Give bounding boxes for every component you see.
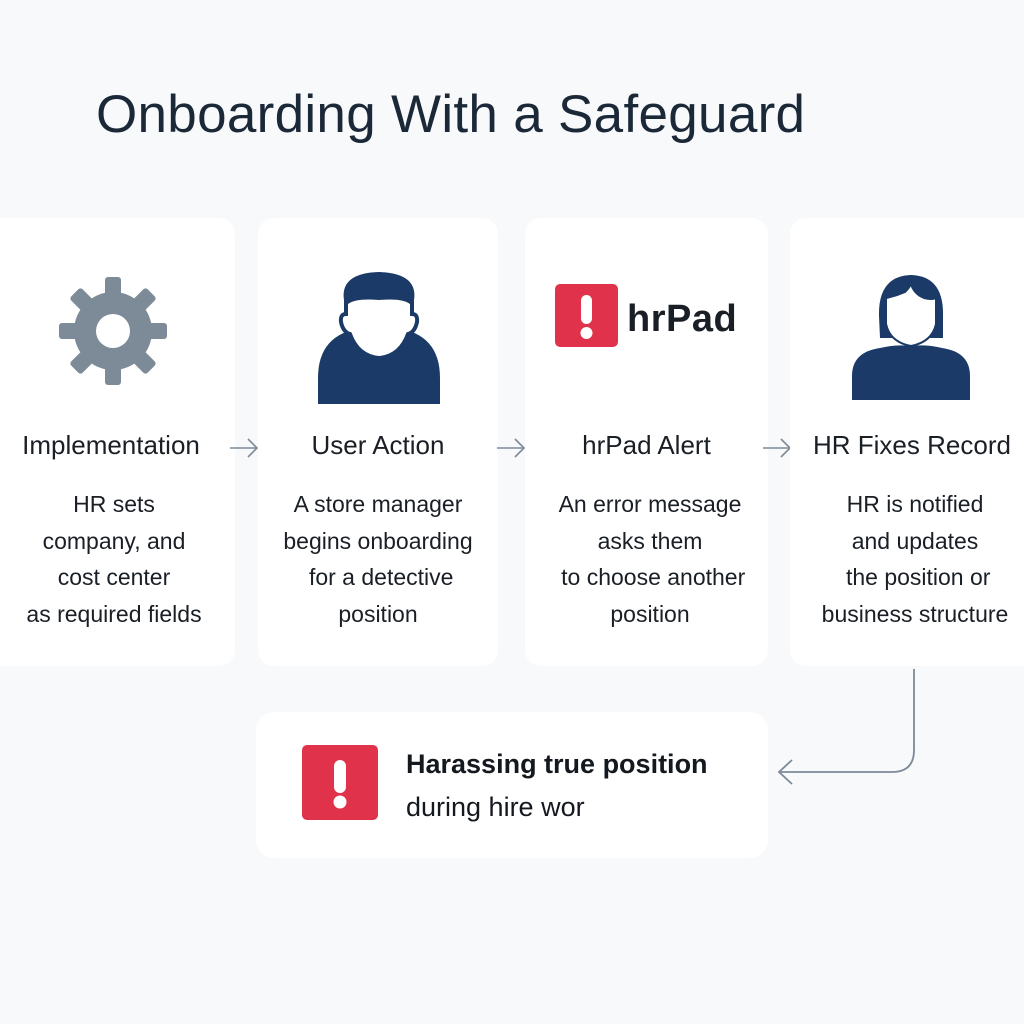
male-user-icon [318, 271, 440, 404]
alert-icon [555, 284, 618, 347]
arrow-right-icon [230, 438, 259, 458]
step-description: HR is notified and updates the position … [821, 491, 1009, 627]
step-description: A store manager begins onboarding for a … [283, 491, 473, 627]
step-title: HR Fixes Record [813, 430, 1011, 460]
arrow-right-icon [497, 438, 526, 458]
connector-arrow-icon [777, 669, 915, 785]
hrpad-logo: hrPad [627, 298, 738, 340]
page-title: Onboarding With a Safeguard [96, 85, 806, 144]
alert-icon [302, 745, 378, 820]
step-title: Implementation [22, 430, 200, 460]
female-user-icon [852, 275, 970, 400]
result-subtitle: during hire wor [406, 792, 585, 822]
step-description: HR sets company, and cost center as requ… [26, 491, 202, 627]
arrow-right-icon [763, 438, 792, 458]
gear-icon [59, 277, 167, 385]
result-title: Harassing true position [406, 749, 708, 779]
step-title: User Action [311, 430, 445, 460]
step-description: An error message asks them to choose ano… [558, 491, 746, 627]
step-title: hrPad Alert [582, 430, 711, 460]
